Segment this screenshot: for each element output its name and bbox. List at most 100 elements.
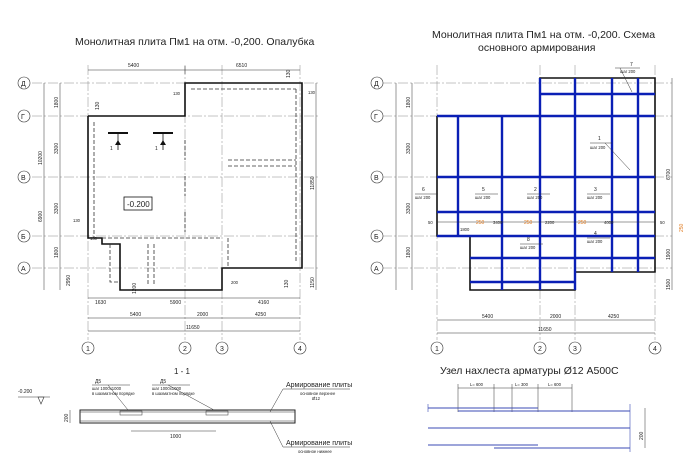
dim-text: 2200 <box>545 220 555 225</box>
cut-label: 1 <box>155 146 158 152</box>
dim-text: 3300 <box>54 143 60 154</box>
axis-label: Г <box>21 114 25 121</box>
section-thickness: 200 <box>64 413 70 422</box>
axis-label: 3 <box>573 346 577 353</box>
rebar-mark-step: шаг 200 <box>527 195 543 200</box>
rebar-axis-col-markers: 1 2 3 4 <box>430 341 662 355</box>
dim-text: 6700 <box>666 169 672 180</box>
section-1-1: 1 - 1 -0.200 200 1000 Д5 шаг 1000х1000 в… <box>18 367 352 454</box>
section-mark-number: Д5 <box>160 379 166 385</box>
axis-label: Д <box>374 81 379 88</box>
dim-text: 1900 <box>666 249 672 260</box>
dim-text: 1800 <box>54 247 60 258</box>
dim-text: 3300 <box>54 203 60 214</box>
section-bottom-label: Армирование плиты <box>286 440 352 447</box>
section-top-sub: Ø12 <box>312 396 321 401</box>
axis-label: А <box>21 266 26 273</box>
section-mark-number: Д5 <box>95 379 101 385</box>
axis-label: Д <box>21 81 26 88</box>
dim-text: 11850 <box>310 176 316 190</box>
dim-text: 130 <box>286 69 292 78</box>
rebar-mark-number: 7 <box>630 62 633 68</box>
axis-label: Г <box>374 114 378 121</box>
dim-text: 11650 <box>538 327 552 333</box>
axis-label: 2 <box>538 346 542 353</box>
rebar-mark-number: 6 <box>422 187 425 193</box>
lap-dim: L= 600 <box>548 382 562 387</box>
section-mark-note: в шахматном порядке <box>92 391 135 396</box>
level-text: -0.200 <box>127 200 150 209</box>
dim-text: 3300 <box>406 203 412 214</box>
axis-label: В <box>21 175 26 182</box>
dim-text: 1800 <box>406 247 412 258</box>
dim-text: 2000 <box>550 314 561 320</box>
cut-label: 1 <box>110 146 113 152</box>
section-span: 1000 <box>170 434 181 440</box>
dim-text: 6900 <box>38 211 44 222</box>
dim-text: 1630 <box>95 300 106 306</box>
dim-text: 3400 <box>493 220 503 225</box>
dim-text: 130 <box>95 101 101 110</box>
axis-label: Б <box>374 234 379 241</box>
rebar-axis-row-markers: Д Г В Б А <box>370 76 384 275</box>
axis-label: 1 <box>86 346 90 353</box>
dim-text: 1150 <box>310 277 316 288</box>
rebar-mark-step: шаг 200 <box>475 195 491 200</box>
rebar-marks: 7 шаг 200 1 шаг 200 6 шаг 200 5 шаг 200 … <box>415 62 640 250</box>
section-bottom-sub: основное нижнее <box>298 449 333 454</box>
rebar-mark-step: шаг 200 <box>587 195 603 200</box>
section-mark-step: шаг 1000х1000 <box>152 386 182 391</box>
rebar-mark-step: шаг 200 <box>590 145 606 150</box>
axis-col-markers: 1 2 3 4 <box>81 341 307 355</box>
lap-length: 250 <box>679 223 685 232</box>
rebar-mark-number: 8 <box>527 237 530 243</box>
dim-text: 130 <box>73 218 81 223</box>
axis-label: В <box>374 175 379 182</box>
dim-text: 11650 <box>186 325 200 331</box>
axis-label: 4 <box>298 346 302 353</box>
axis-label: Б <box>21 234 26 241</box>
dim-text: 4250 <box>255 312 266 318</box>
rebar-mark-number: 5 <box>482 187 485 193</box>
dim-text: 4160 <box>258 300 269 306</box>
formwork-title: Монолитная плита Пм1 на отм. -0,200. Опа… <box>75 36 314 48</box>
dim-text: 5400 <box>130 312 141 318</box>
section-title: 1 - 1 <box>174 367 191 376</box>
lap-detail: Узел нахлеста арматуры Ø12 А500С L= 600 … <box>427 365 646 452</box>
dim-text: 50 <box>428 220 433 225</box>
axis-label: 3 <box>220 346 224 353</box>
section-top-sub: основное верхнее <box>300 391 336 396</box>
dim-text: 1800 <box>54 97 60 108</box>
dim-text: 2000 <box>197 312 208 318</box>
dim-text: 4250 <box>608 314 619 320</box>
dim-text: 130 <box>284 279 290 288</box>
dim-text: 4000 <box>604 220 614 225</box>
axis-row-markers: Д Г В Б А <box>17 76 31 275</box>
rebar-mark-number: 1 <box>598 136 601 142</box>
dim-text: 200 <box>231 280 239 285</box>
dim-text: 1200 <box>132 283 138 294</box>
axis-label: А <box>374 266 379 273</box>
level-box <box>123 196 153 211</box>
rebar-mark-step: шаг 200 <box>587 239 603 244</box>
dim-text: 5400 <box>482 314 493 320</box>
lap-length: 250 <box>578 220 587 226</box>
dim-text: 5900 <box>170 300 181 306</box>
dim-text: 3300 <box>406 143 412 154</box>
lap-title: Узел нахлеста арматуры Ø12 А500С <box>440 365 619 377</box>
rebar-mark-step: шаг 200 <box>415 195 431 200</box>
dim-text: 10200 <box>38 151 44 165</box>
lap-length: 250 <box>476 220 485 226</box>
rebar-title-line2: основного армирования <box>478 42 595 54</box>
axis-label: 1 <box>435 346 439 353</box>
dim-text: 2950 <box>66 275 72 286</box>
dim-text: 130 <box>308 90 316 95</box>
rebar-title-line1: Монолитная плита Пм1 на отм. -0,200. Схе… <box>432 29 655 41</box>
dim-text: 130 <box>173 91 181 96</box>
dim-text: 1800 <box>460 227 470 232</box>
dim-text: 50 <box>660 220 665 225</box>
lap-dim: L= 300 <box>515 382 529 387</box>
lap-thickness: 200 <box>639 431 645 440</box>
rebar-mark-number: 3 <box>594 187 597 193</box>
